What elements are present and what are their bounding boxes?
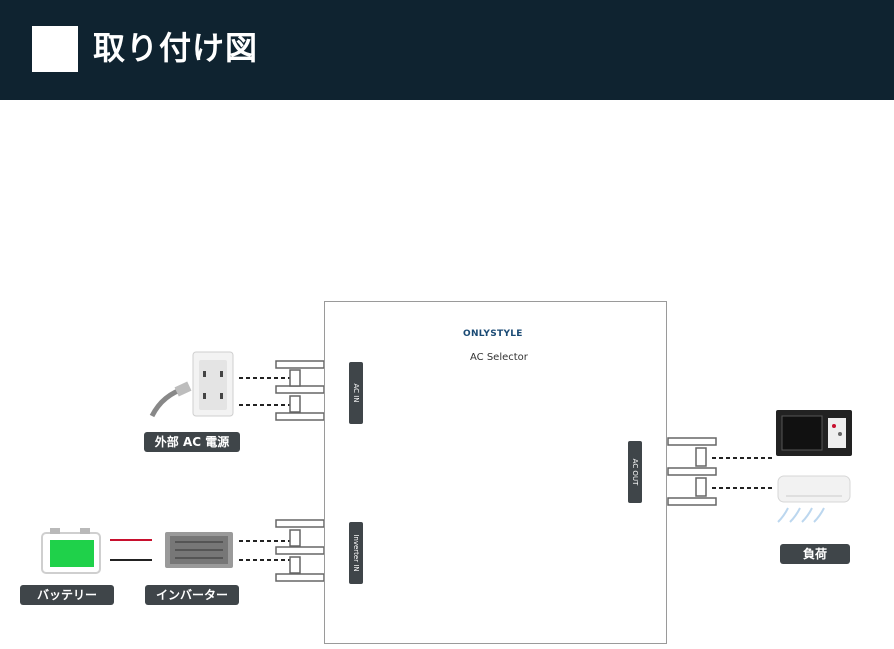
port-ac-in-label: AC IN: [352, 383, 360, 403]
page-title: 取り付け図: [93, 29, 259, 67]
label-inverter: インバーター: [145, 585, 239, 605]
air-conditioner-icon: [777, 475, 851, 523]
ac-in-connectors: [275, 360, 325, 421]
label-load: 負荷: [780, 544, 850, 564]
dashed-lines: [239, 377, 772, 561]
unit-name: AC Selector: [470, 352, 528, 363]
port-inverter-in: Inverter IN: [349, 522, 363, 584]
port-inverter-in-label: Inverter IN: [352, 534, 360, 572]
header-bar: 取り付け図: [0, 0, 894, 100]
inverter-in-connectors: [275, 519, 325, 582]
battery-icon: [41, 528, 101, 574]
port-ac-in: AC IN: [349, 362, 363, 424]
header-square: [32, 26, 78, 72]
label-battery: バッテリー: [20, 585, 114, 605]
wall-outlet-icon: [192, 351, 234, 417]
brand-logo: ONLYSTYLE: [463, 329, 523, 339]
ac-selector-unit: [324, 301, 667, 644]
ac-out-connectors: [667, 437, 717, 506]
microwave-icon: [776, 410, 852, 456]
port-ac-out: AC OUT: [628, 441, 642, 503]
inverter-icon: [165, 532, 233, 568]
port-ac-out-label: AC OUT: [631, 458, 639, 486]
label-external-ac: 外部 AC 電源: [144, 432, 240, 452]
plug-cable-icon: [149, 381, 192, 418]
